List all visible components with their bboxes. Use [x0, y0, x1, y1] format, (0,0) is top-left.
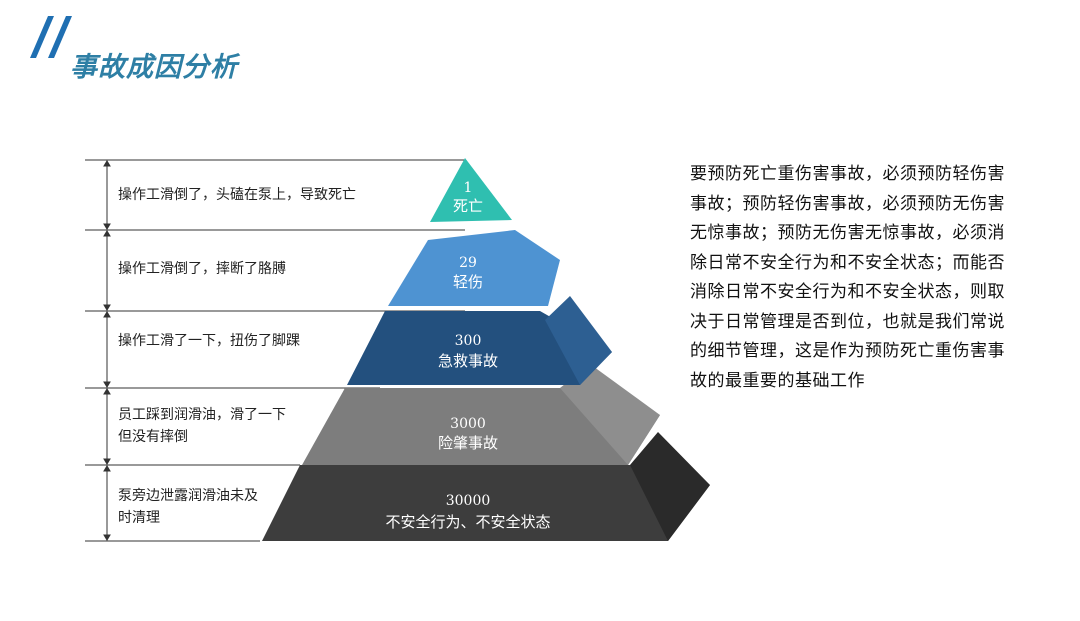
- pyramid-level-1: [430, 158, 512, 222]
- level-dividers: [85, 159, 465, 542]
- level-3-name: 急救事故: [438, 352, 498, 370]
- pyramid-level-4: [302, 364, 660, 465]
- level-2-description: 操作工滑倒了，摔断了胳膊: [118, 261, 286, 277]
- level-3-description: 操作工滑了一下，扭伤了脚踝: [118, 333, 300, 349]
- level-4-name: 险肇事故: [438, 434, 498, 452]
- level-4-count: 3000: [450, 416, 486, 432]
- pyramid-level-3: [347, 296, 612, 385]
- level-1-name: 死亡: [453, 197, 483, 215]
- level-1-description: 操作工滑倒了，头磕在泵上，导致死亡: [118, 187, 356, 203]
- pyramid-level-5: [262, 432, 710, 541]
- level-arrows: [103, 160, 111, 541]
- level-2-name: 轻伤: [453, 273, 483, 291]
- level-4-description-line-2: 但没有摔倒: [118, 429, 188, 445]
- summary-paragraph: 要预防死亡重伤害事故，必须预防轻伤害事故；预防轻伤害事故，必须预防无伤害无惊事故…: [690, 164, 1005, 391]
- title-slash-marks: [30, 16, 72, 58]
- level-3-count: 300: [455, 333, 482, 349]
- level-5-description: 泵旁边泄露润滑油未及 时清理: [118, 485, 258, 529]
- level-2-count: 29: [459, 255, 477, 271]
- level-5-count: 30000: [446, 493, 491, 509]
- level-5-description-line-2: 时清理: [118, 510, 160, 526]
- level-5-description-line-1: 泵旁边泄露润滑油未及: [118, 488, 258, 504]
- level-4-description-line-1: 员工踩到润滑油，滑了一下: [118, 407, 286, 423]
- level-5-name: 不安全行为、不安全状态: [385, 513, 550, 531]
- page-title: 事故成因分析: [70, 52, 238, 83]
- level-4-description: 员工踩到润滑油，滑了一下 但没有摔倒: [118, 404, 286, 448]
- level-1-count: 1: [464, 180, 473, 196]
- pyramid-level-2: [388, 230, 560, 306]
